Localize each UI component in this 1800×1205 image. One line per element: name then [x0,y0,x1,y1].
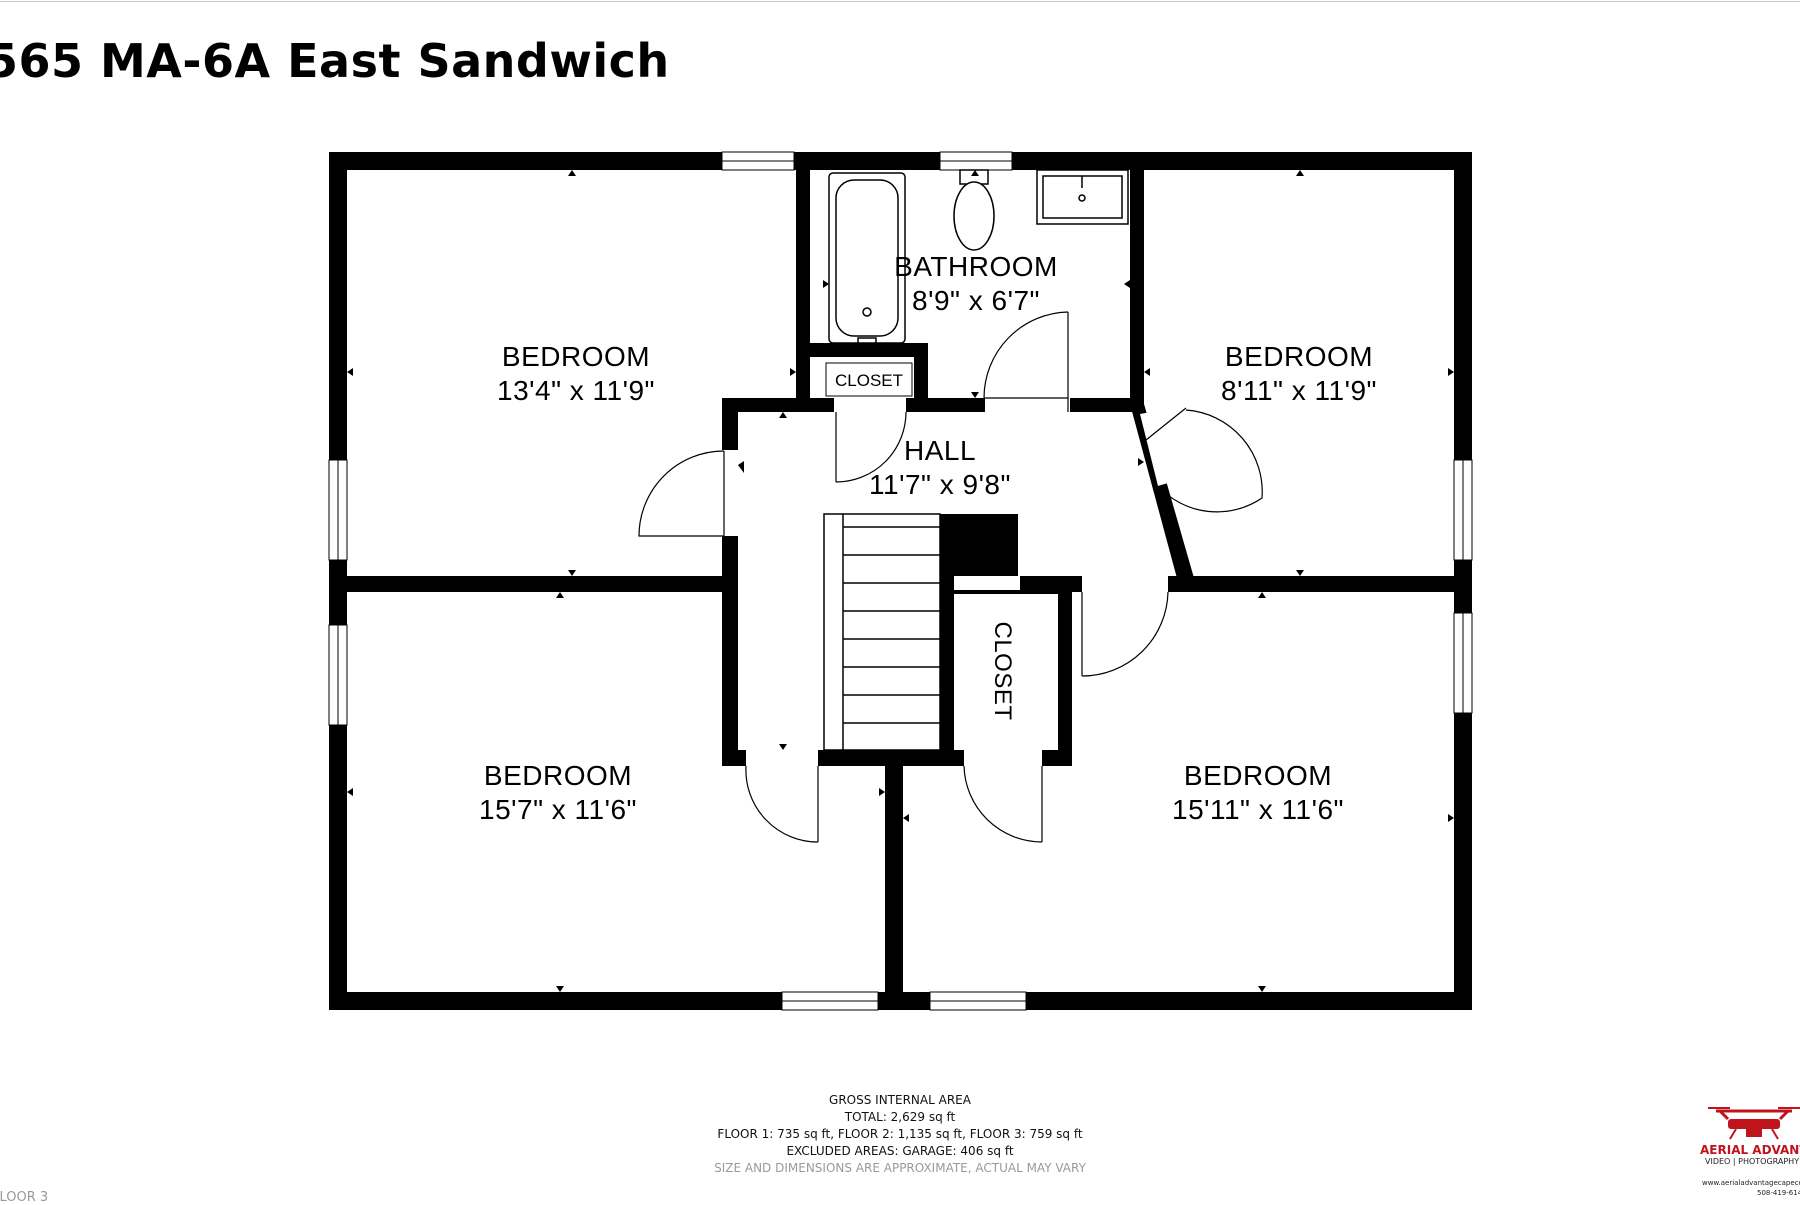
closet-label-small: CLOSET [835,371,903,390]
door-openings [722,398,1178,766]
area-summary: GROSS INTERNAL AREA TOTAL: 2,629 sq ft F… [650,1092,1150,1177]
logo-name: AERIAL ADVANTAGE [1700,1143,1800,1157]
room-name-hall: HALL [904,435,976,466]
floor-label: FLOOR 3 [0,1190,49,1205]
room-dims-bedroom-ne: 8'11" x 11'9" [1221,375,1377,406]
door-swings [638,311,1263,843]
room-dims-bedroom-se: 15'11" x 11'6" [1172,794,1344,825]
drone-icon [1708,1107,1800,1140]
room-name-bedroom-ne: BEDROOM [1225,341,1373,372]
logo-url[interactable]: www.aerialadvantagecapecod.com [1702,1179,1800,1187]
room-name-bedroom-se: BEDROOM [1184,760,1332,791]
floor-areas: FLOOR 1: 735 sq ft, FLOOR 2: 1,135 sq ft… [717,1127,1083,1141]
dimension-ticks [347,170,1454,992]
room-name-bathroom: BATHROOM [894,251,1058,282]
total-area: TOTAL: 2,629 sq ft [844,1110,956,1124]
closet-label-tall: CLOSET [989,621,1016,720]
bathroom-fixtures [828,169,1129,344]
excluded-areas: EXCLUDED AREAS: GARAGE: 406 sq ft [786,1144,1014,1158]
room-dims-bathroom: 8'9" x 6'7" [912,285,1040,316]
disclaimer: SIZE AND DIMENSIONS ARE APPROXIMATE, ACT… [714,1161,1086,1175]
gross-area-heading: GROSS INTERNAL AREA [829,1093,971,1107]
room-name-bedroom-sw: BEDROOM [484,760,632,791]
room-name-bedroom-nw: BEDROOM [502,341,650,372]
room-dims-bedroom-sw: 15'7" x 11'6" [479,794,637,825]
room-dims-bedroom-nw: 13'4" x 11'9" [497,375,655,406]
staircase [823,513,941,751]
room-dims-hall: 11'7" x 9'8" [869,469,1011,500]
exterior-walls [329,152,1472,1010]
logo-phone: 508-419-6149 [1757,1189,1800,1197]
logo-tagline: VIDEO | PHOTOGRAPHY [1705,1157,1800,1166]
plan-title: 565 MA-6A East Sandwich [0,34,670,88]
